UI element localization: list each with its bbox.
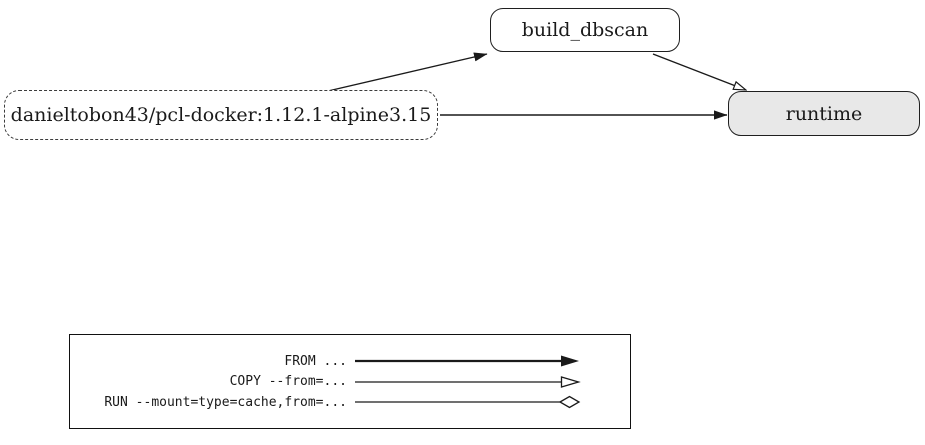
node-base-image-label: danieltobon43/pcl-docker:1.12.1-alpine3.… (10, 104, 432, 126)
legend-row-copy-from: COPY --from=... (70, 371, 630, 392)
diamond-arrow-icon (355, 395, 581, 409)
legend-label-from: FROM ... (284, 353, 347, 369)
node-runtime: runtime (728, 91, 920, 136)
node-base-image: danieltobon43/pcl-docker:1.12.1-alpine3.… (4, 90, 438, 140)
legend-label-copy-from: COPY --from=... (229, 374, 347, 389)
legend-row-run-mount: RUN --mount=type=cache,from=... (70, 392, 630, 413)
legend-row-from: FROM ... (70, 351, 630, 372)
legend-label-run-mount: RUN --mount=type=cache,from=... (104, 394, 347, 410)
filled-arrow-icon (355, 355, 579, 367)
open-arrow-icon (355, 375, 581, 388)
edge-build-dbscan-to-runtime (652, 53, 746, 91)
node-build-dbscan-label: build_dbscan (521, 19, 649, 41)
node-runtime-label: runtime (785, 102, 863, 125)
legend: FROM ... COPY --from=... RUN --mount=typ… (69, 334, 631, 429)
node-build-dbscan: build_dbscan (490, 8, 680, 52)
edge-base-to-build-dbscan (327, 52, 488, 92)
